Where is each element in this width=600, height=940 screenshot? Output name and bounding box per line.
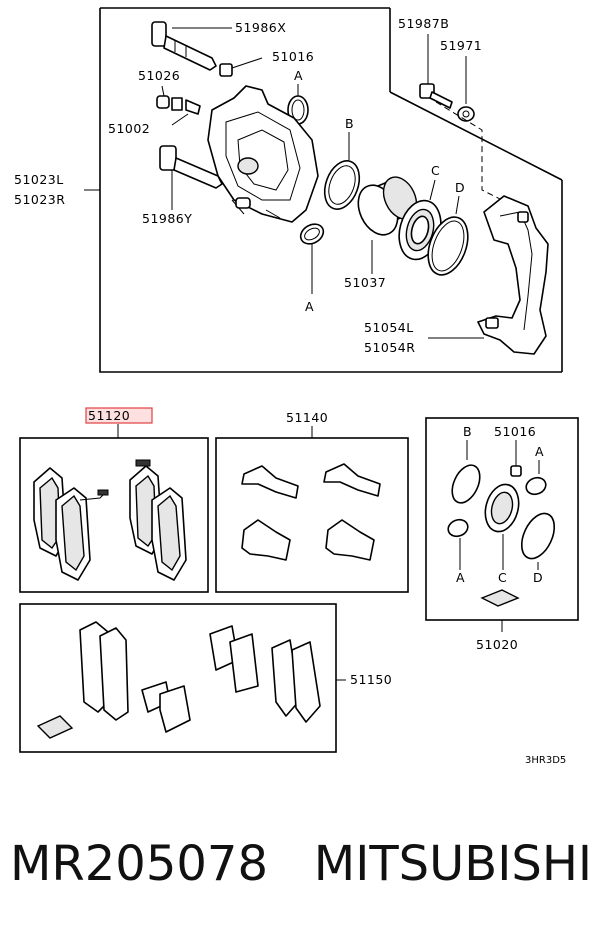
washer [457, 106, 475, 122]
kit-seal-b [451, 464, 481, 504]
label-B: B [345, 116, 354, 131]
kit-bushing [510, 465, 522, 477]
piston-seal-b [323, 160, 361, 210]
caliper-body [207, 85, 319, 223]
kit-boot-c [484, 483, 520, 533]
label-51986Y: 51986Y [142, 211, 192, 226]
label-51037: 51037 [344, 275, 386, 290]
shim-set-box [19, 603, 337, 753]
kit-boot-a-top [525, 476, 547, 496]
dust-boot-a-bottom [299, 223, 325, 245]
support-bolt [419, 83, 453, 109]
snap-ring-d [427, 216, 469, 276]
clip-set-box [215, 437, 409, 593]
label-51026: 51026 [138, 68, 180, 83]
label-kit-A-bottom: A [456, 570, 465, 585]
bushing-upper [219, 63, 233, 77]
label-51054L: 51054L [364, 320, 414, 335]
label-51987B: 51987B [398, 16, 449, 31]
pad-set-box [19, 437, 209, 593]
label-51020: 51020 [476, 637, 518, 652]
guide-pin-bolt-lower [159, 145, 223, 189]
pad-clips [241, 463, 381, 561]
caption: MR205078 MITSUBISHI [10, 836, 600, 892]
diagram-code: 3HR3D5 [525, 755, 566, 766]
label-51120: 51120 [88, 408, 130, 423]
label-51023R: 51023R [14, 192, 65, 207]
label-kit-B: B [463, 424, 472, 439]
label-A-top: A [294, 68, 303, 83]
piston [357, 176, 418, 236]
label-51023L: 51023L [14, 172, 64, 187]
label-kit-D: D [533, 570, 543, 585]
bleeder-cap [156, 95, 170, 109]
label-51054R: 51054R [364, 340, 415, 355]
kit-ring-d [520, 512, 556, 560]
label-A-bottom: A [305, 299, 314, 314]
part-number: MR205078 [10, 836, 268, 892]
label-51140: 51140 [286, 410, 328, 425]
kit-boot-a-bottom [447, 518, 469, 538]
label-C: C [431, 163, 440, 178]
pad-shims [36, 621, 321, 739]
caliper-assembly-frame [99, 7, 563, 373]
label-kit-C: C [498, 570, 507, 585]
highlight-51120 [85, 407, 153, 424]
kit-grease-pack [480, 589, 520, 607]
brand-name: MITSUBISHI [313, 836, 593, 892]
label-kit-51016: 51016 [494, 424, 536, 439]
label-51002: 51002 [108, 121, 150, 136]
label-51986X: 51986X [235, 20, 286, 35]
label-kit-A-top: A [535, 444, 544, 459]
caliper-support-bracket [477, 195, 549, 355]
bleeder-screw [171, 97, 201, 115]
guide-pin-bolt-upper [151, 21, 217, 71]
brake-pads-pair-1 [33, 467, 109, 581]
label-D: D [455, 180, 465, 195]
label-51016: 51016 [272, 49, 314, 64]
label-51150: 51150 [350, 672, 392, 687]
label-51971: 51971 [440, 38, 482, 53]
brake-pads-pair-2 [129, 459, 187, 581]
